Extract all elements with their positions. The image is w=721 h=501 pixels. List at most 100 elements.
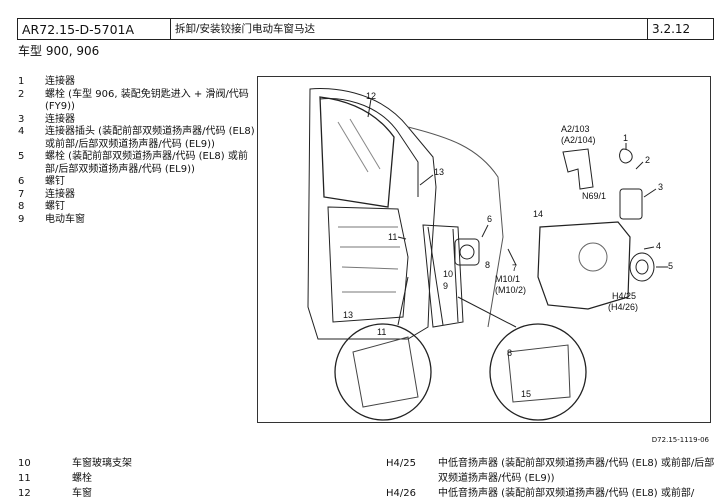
- callout-1: 1: [623, 133, 628, 143]
- door-frame: [307, 87, 437, 340]
- legend-item: 11 螺栓: [18, 471, 348, 486]
- callout-a2-103: A2/103: [561, 124, 590, 134]
- callout-10: 10: [443, 269, 453, 279]
- legend-text: 车窗玻璃支架: [72, 458, 132, 469]
- legend-text: 连接器: [45, 76, 75, 87]
- detail-callout-11: 11: [377, 327, 386, 337]
- callout-m10-2: (M10/2): [495, 285, 526, 295]
- detail-leader: [457, 296, 517, 328]
- legend-text: 螺钉: [45, 176, 65, 187]
- callout-2: 2: [645, 155, 650, 165]
- exploded-diagram: 12 13 13 11 10 9 8 7 6 M10/1 (M10/2) 14 …: [257, 76, 711, 423]
- legend-num: H4/26: [386, 488, 416, 499]
- motor-gear: [459, 244, 475, 260]
- vehicle-model: 车型 900, 906: [18, 44, 100, 58]
- leader-6: [481, 224, 489, 238]
- callout-7: 7: [512, 263, 517, 273]
- detail-callout-15: 15: [521, 389, 531, 399]
- callout-a2-104: (A2/104): [561, 135, 596, 145]
- glass-reflection: [337, 121, 369, 173]
- regulator-cable: [452, 228, 459, 323]
- legend-item: 5 螺栓 (装配前部双频道扬声器/代码 (EL8) 或前部/后部双频道扬声器/代码…: [18, 151, 256, 176]
- panel-ribs: [338, 226, 400, 293]
- speaker-cone: [635, 259, 649, 275]
- legend-text: 螺栓 (车型 906, 装配免钥匙进入 + 滑阀/代码 (FY9)): [45, 88, 249, 113]
- legend-item: 1 连接器: [18, 76, 256, 89]
- leader-13: [419, 174, 434, 186]
- callout-5: 5: [668, 261, 673, 271]
- legend-text: 中低音扬声器 (装配前部双频道扬声器/代码 (EL8) 或前部/: [438, 488, 695, 499]
- leader-12: [367, 98, 372, 118]
- legend-num: 3: [18, 113, 25, 125]
- legend-item: 10 车窗玻璃支架: [18, 456, 348, 471]
- leader-3: [643, 188, 657, 198]
- callout-12: 12: [366, 91, 376, 101]
- detail-bracket: [352, 336, 419, 408]
- legend-text: 车窗: [72, 488, 92, 499]
- detail-callout-8: 8: [507, 348, 512, 358]
- callout-8: 8: [485, 260, 490, 270]
- legend-item: H4/26 中低音扬声器 (装配前部双频道扬声器/代码 (EL8) 或前部/: [386, 486, 716, 501]
- legend-num: 2: [18, 88, 25, 100]
- section-number: 3.2.12: [652, 22, 691, 36]
- figure-id: D72.15-1119-06: [651, 436, 709, 444]
- legend-bottom-left: 10 车窗玻璃支架 11 螺栓 12 车窗: [18, 456, 348, 501]
- legend-item: 12 车窗: [18, 486, 348, 501]
- legend-num: 12: [18, 488, 31, 499]
- parts-legend: 1 连接器 2 螺栓 (车型 906, 装配免钥匙进入 + 滑阀/代码 (FY9))…: [18, 76, 256, 226]
- window-motor: [454, 238, 480, 266]
- callout-9: 9: [443, 281, 448, 291]
- detail-leader: [397, 276, 409, 326]
- legend-num: 7: [18, 188, 25, 200]
- connector-1: [619, 148, 633, 164]
- antenna-bracket: [562, 148, 594, 190]
- callout-14: 14: [533, 209, 543, 219]
- glass-reflection: [349, 118, 381, 170]
- callout-11: 11: [388, 232, 397, 242]
- leader-2: [635, 161, 644, 170]
- document-header: AR72.15-D-5701A 拆卸/安装铰接门电动车窗马达 3.2.12: [17, 18, 714, 40]
- legend-num: 11: [18, 473, 31, 484]
- legend-item: 2 螺栓 (车型 906, 装配免钥匙进入 + 滑阀/代码 (FY9)): [18, 89, 256, 114]
- detail-bracket: [507, 344, 571, 403]
- legend-text: 电动车窗: [45, 213, 85, 225]
- legend-text: 连接器: [45, 113, 75, 125]
- callout-n69-1: N69/1: [582, 191, 606, 201]
- callout-3: 3: [658, 182, 663, 192]
- door-inner-panel: [327, 206, 409, 323]
- legend-text: 连接器: [45, 188, 75, 200]
- legend-text: 连接器插头 (装配前部双频道扬声器/代码 (EL8) 或前部/后部双频道扬声器/…: [45, 126, 255, 150]
- window-glass: [319, 96, 395, 208]
- legend-text: 中低音扬声器 (装配前部双频道扬声器/代码 (EL8) 或前部/后部双频道扬声器…: [438, 458, 715, 484]
- callout-h4-26: (H4/26): [608, 302, 638, 312]
- callout-13: 13: [434, 167, 444, 177]
- callout-6: 6: [487, 214, 492, 224]
- callout-m10-1: M10/1: [495, 274, 520, 284]
- legend-num: 10: [18, 458, 31, 469]
- document-code: AR72.15-D-5701A: [18, 19, 171, 39]
- legend-num: 5: [18, 151, 25, 162]
- detail-view-left: [334, 323, 432, 421]
- legend-num: 1: [18, 76, 25, 87]
- inner-trim-panel: [537, 221, 631, 310]
- trim-opening: [578, 242, 608, 272]
- legend-item: 7 连接器: [18, 189, 256, 202]
- diagram-drawing: 12 13 13 11 10 9 8 7 6 M10/1 (M10/2) 14 …: [307, 87, 673, 421]
- legend-num: 9: [18, 213, 25, 225]
- leader-11: [397, 236, 407, 240]
- detail-view-right: [489, 323, 587, 421]
- legend-num: 8: [18, 201, 25, 212]
- document-title: 拆卸/安装铰接门电动车窗马达: [171, 19, 648, 39]
- leader-7: [507, 248, 517, 266]
- callout-4: 4: [656, 241, 661, 251]
- callout-13: 13: [343, 310, 353, 320]
- legend-text: 螺栓 (装配前部双频道扬声器/代码 (EL8) 或前部/后部双频道扬声器/代码 …: [45, 151, 248, 175]
- legend-item: 3 连接器: [18, 114, 256, 127]
- legend-item: 9 电动车窗: [18, 214, 256, 227]
- legend-text: 螺栓: [72, 473, 92, 484]
